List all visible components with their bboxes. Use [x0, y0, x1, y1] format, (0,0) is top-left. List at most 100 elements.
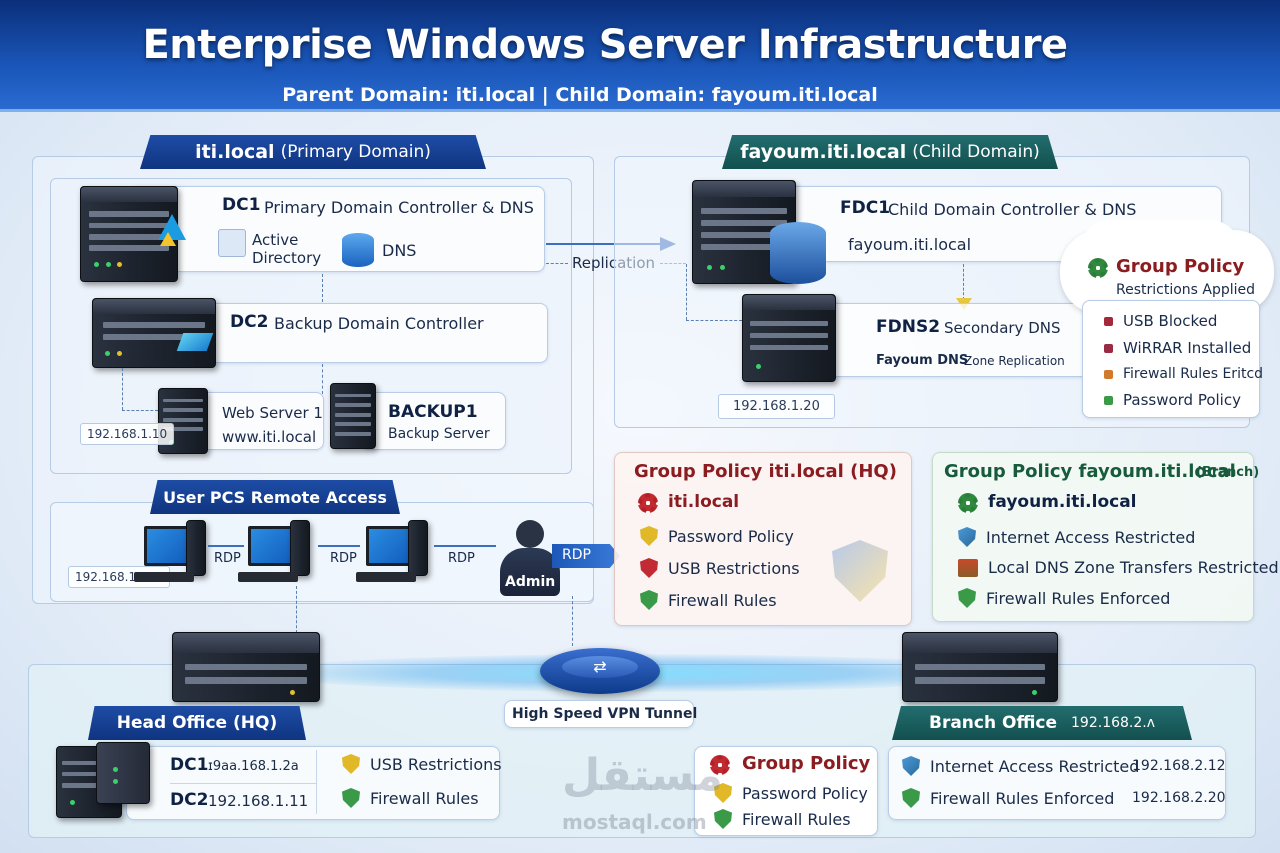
branch-switch-icon [902, 632, 1058, 702]
gp-cloud-item: Firewall Rules Eritcd [1123, 366, 1264, 382]
ad-label-1: Active [252, 231, 299, 249]
shield-icon [902, 788, 920, 808]
ad-label-2: Directory [252, 249, 322, 267]
gp-branch-title-small: (Branch) [1196, 465, 1260, 480]
rdp-label-1: RDP [214, 551, 241, 566]
fdc1-database-icon [770, 222, 826, 284]
fdc1-name: FDC1 [840, 198, 891, 218]
branch-card[interactable] [888, 746, 1226, 820]
rdp-label-3: RDP [448, 551, 475, 566]
primary-domain-type: (Primary Domain) [280, 142, 431, 162]
shield-icon [902, 756, 920, 776]
hq-list: USB Restrictions Firewall Rules [342, 754, 502, 808]
fdns2-server-icon [742, 294, 836, 382]
dc2-web-link [122, 368, 123, 410]
vpn-label: High Speed VPN Tunnel [512, 706, 698, 722]
hq-dc1-name: DC1 [170, 755, 209, 775]
gp-branch-domain: fayoum.iti.local [988, 492, 1137, 512]
child-left-link [686, 264, 687, 320]
replication-arrow [546, 243, 664, 245]
fdc1-domain: fayoum.iti.local [848, 235, 972, 254]
zone-icon [958, 558, 978, 577]
rdp-arrow [434, 545, 496, 547]
shield-icon [342, 754, 360, 774]
bullet-icon [1104, 343, 1113, 353]
user-pcs-banner: User PCS Remote Access [150, 480, 400, 514]
fdc1-fdns2-link [963, 264, 964, 300]
bullet-icon [1104, 395, 1113, 405]
gp-branch-card[interactable] [932, 452, 1254, 622]
pcs-hq-link [296, 586, 297, 638]
branch-row-ip: 192.168.2.12 [1132, 758, 1226, 774]
branch-row-label: Firewall Rules Enforced [930, 788, 1115, 808]
keyboard-icon [134, 572, 194, 582]
gp-cloud-list: USB Blocked WiRRAR Installed Firewall Ru… [1104, 312, 1263, 409]
rdp-arrow [318, 545, 360, 547]
gp-branch-title: Group Policy fayoum.iti.local [944, 461, 1236, 482]
shield-icon [640, 558, 658, 578]
ad-box-icon [218, 229, 246, 257]
gp-hq-item: Firewall Rules [668, 590, 777, 610]
hq-item: USB Restrictions [370, 754, 502, 774]
fdns2-card[interactable] [800, 303, 1090, 377]
admin-body-icon[interactable] [500, 548, 560, 596]
gear-icon [638, 493, 658, 513]
child-domain-banner: fayoum.iti.local (Child Domain) [722, 135, 1058, 169]
router-arrows-icon: ⇄ [562, 656, 638, 678]
header [0, 0, 1280, 112]
gp-hq-card[interactable] [614, 452, 912, 626]
pc-tower-icon [186, 520, 206, 576]
hq-dc1-ip: ɪ9aa.168.1.2a [208, 759, 299, 774]
dns-database-icon [342, 233, 374, 267]
gp-hq-list: Password Policy USB Restrictions Firewal… [640, 526, 800, 610]
branch-row-ip: 192.168.2.20 [1132, 790, 1226, 806]
primary-domain-name: iti.local [195, 141, 275, 163]
watermark-arabic: مستقل [562, 750, 723, 801]
admin-rdp-arrow: RDP [552, 544, 620, 568]
rdp-arrow [208, 545, 244, 547]
web-server-name: Web Server 1 [222, 404, 323, 422]
admin-label: Admin [505, 574, 556, 590]
gp-hq-item: USB Restrictions [668, 558, 800, 578]
branch-banner-label: Branch Office [928, 713, 1058, 733]
gp-branch-item: Internet Access Restricted [986, 527, 1196, 547]
branch-row-label: Internet Access Restricted [930, 756, 1140, 776]
page-title: Enterprise Windows Server Infrastructure [142, 22, 1068, 68]
backup-card[interactable] [360, 392, 506, 450]
web-server-card[interactable] [200, 392, 324, 450]
child-domain-name: fayoum.iti.local [740, 141, 907, 163]
branch-gp-item: Firewall Rules [742, 809, 851, 829]
shield-icon [342, 788, 360, 808]
shield-icon [714, 783, 732, 803]
dc2-web-link-h [122, 410, 158, 411]
gp-branch-item: Local DNS Zone Transfers Restricted [988, 558, 1279, 577]
branch-banner: Branch Office 192.168.2.ʌ [892, 706, 1192, 740]
gp-branch-item: Firewall Rules Enforced [986, 588, 1171, 608]
bullet-icon [1104, 316, 1113, 326]
backup-name: BACKUP1 [388, 402, 478, 422]
gp-cloud-item: USB Blocked [1123, 312, 1218, 330]
hq-item: Firewall Rules [370, 788, 479, 808]
shield-icon [958, 527, 976, 547]
dc2-backup-link [322, 364, 323, 394]
gear-icon [710, 755, 730, 775]
dc1-card[interactable] [130, 186, 545, 272]
vpn-label-box [504, 700, 694, 728]
fdns2-name: FDNS2 [876, 317, 941, 337]
shield-icon [958, 588, 976, 608]
gp-cloud-item: Password Policy [1123, 391, 1241, 409]
pc-tower-icon [290, 520, 310, 576]
admin-head-icon [516, 520, 544, 548]
rdp-label-2: RDP [330, 551, 357, 566]
hq-dc2-name: DC2 [170, 790, 209, 810]
gp-cloud-subtitle: Restrictions Applied [1116, 282, 1256, 298]
fdns2-ip: 192.168.1.20 [718, 394, 835, 419]
fdns2-zone-rest: Zone Replication [964, 354, 1065, 368]
web-server-url: www.iti.local [222, 428, 317, 446]
dc2-card[interactable] [150, 303, 548, 363]
pc-tower-icon [408, 520, 428, 576]
web-server-ip: 192.168.1.10 [80, 423, 175, 445]
keyboard-icon [238, 572, 298, 582]
web-server-icon [158, 388, 208, 454]
